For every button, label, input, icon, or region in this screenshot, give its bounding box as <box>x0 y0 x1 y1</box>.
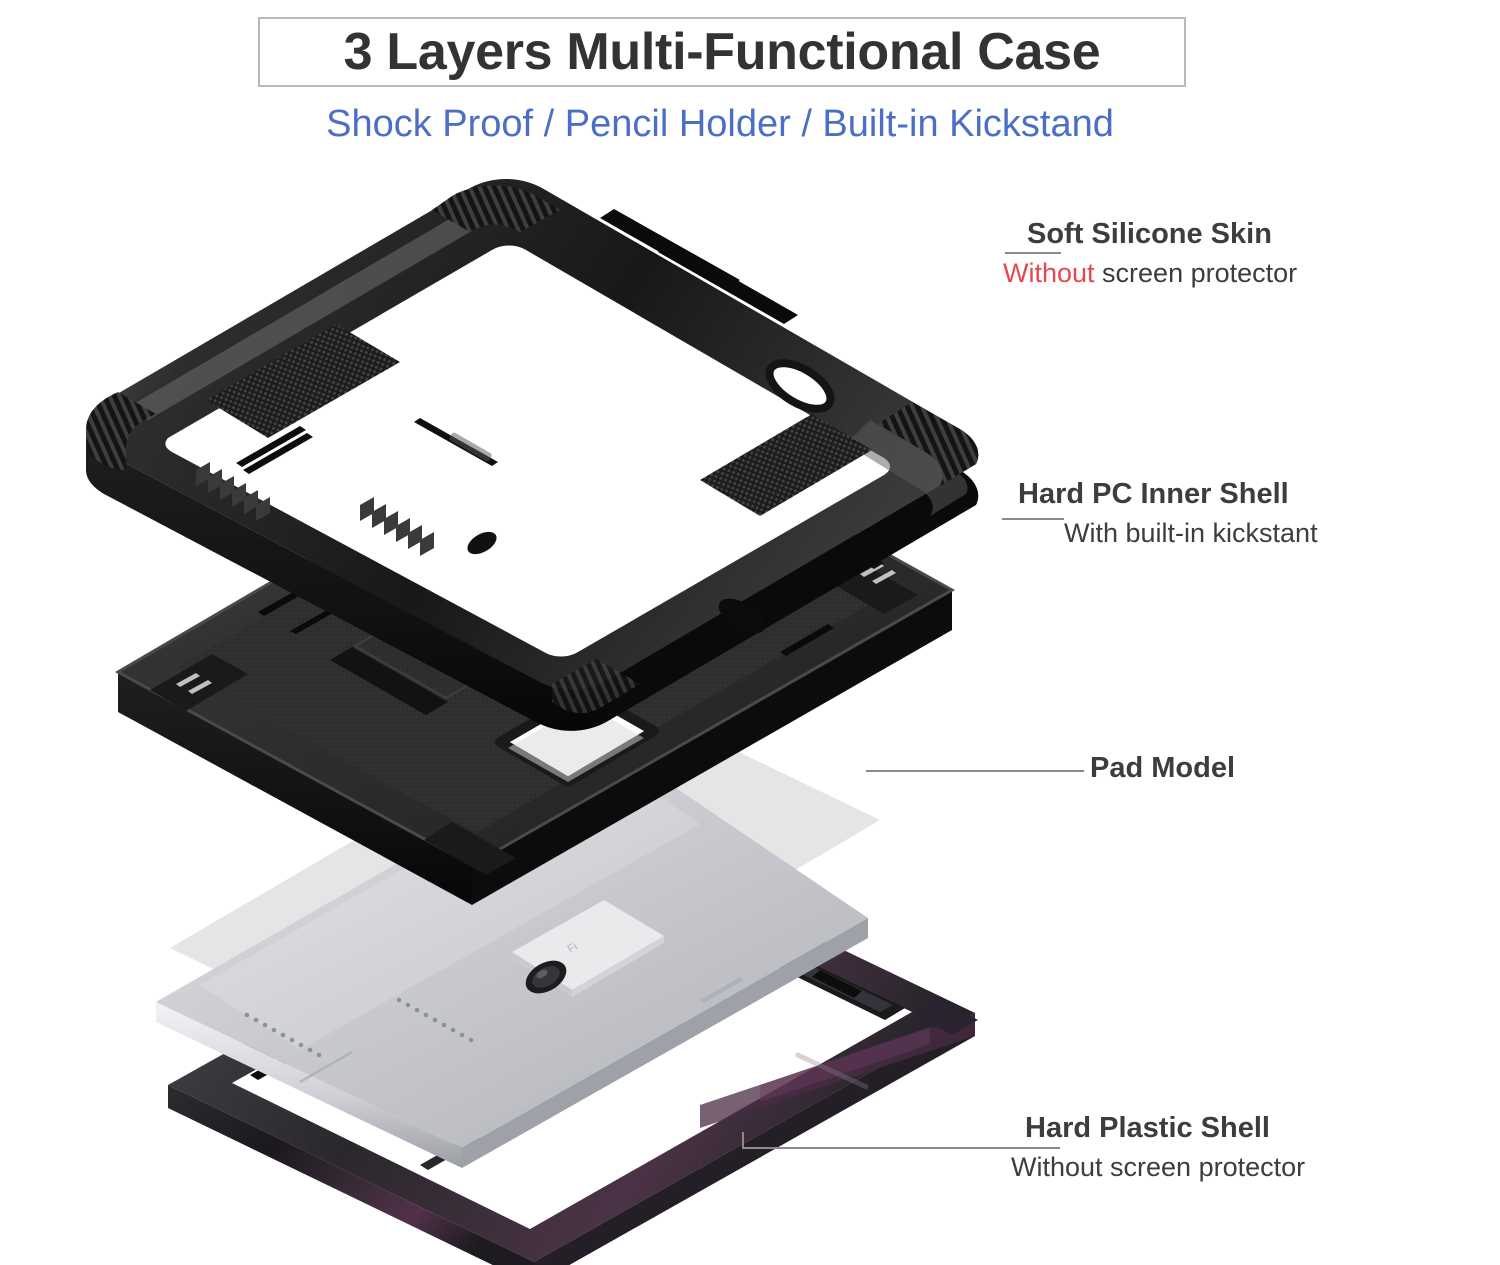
callout-subtitle-hard-plastic-shell: Without screen protector <box>1011 1152 1306 1183</box>
leader-line-pad-model <box>866 770 1084 772</box>
callout-title-hard-pc-inner-shell: Hard PC Inner Shell <box>1018 478 1289 510</box>
pad-model-art: Fi <box>156 690 880 1168</box>
camera-bump: Fi <box>512 900 664 997</box>
leader-line-hard-plastic-shell <box>742 1147 1060 1149</box>
callout-hard-plastic-shell: Hard Plastic Shell Without screen protec… <box>1011 1112 1305 1184</box>
callout-hard-pc-inner-shell: Hard PC Inner Shell With built-in kickst… <box>1018 478 1318 550</box>
hard-pc-inner-shell-art <box>114 390 956 905</box>
callout-subtitle-emphasis-soft-silicone-skin: Without <box>1003 258 1095 289</box>
callout-pad-model: Pad Model <box>1090 752 1235 785</box>
kickstand-flap <box>330 476 712 715</box>
callout-soft-silicone-skin: Soft Silicone Skin Without screen protec… <box>1003 218 1297 290</box>
callout-subtitle-rest-soft-silicone-skin: screen protector <box>1094 258 1298 289</box>
hard-plastic-shell-art <box>168 838 978 1265</box>
title-box: 3 Layers Multi-Functional Case <box>258 17 1186 87</box>
callout-title-hard-plastic-shell: Hard Plastic Shell <box>1025 1112 1270 1144</box>
speaker-slots <box>196 462 270 521</box>
camera-cutout <box>495 687 659 787</box>
svg-text:Fi: Fi <box>566 941 580 956</box>
soft-silicone-skin-art <box>86 179 980 731</box>
callout-title-soft-silicone-skin: Soft Silicone Skin <box>1027 218 1272 250</box>
leader-line-hard-pc-inner-shell <box>1002 518 1064 520</box>
page-subtitle: Shock Proof / Pencil Holder / Built-in K… <box>326 103 1114 145</box>
leader-tick-hard-plastic-shell <box>742 1132 744 1149</box>
callout-title-pad-model: Pad Model <box>1090 752 1236 784</box>
callout-subtitle-hard-pc-inner-shell: With built-in kickstant <box>1064 518 1318 549</box>
leader-line-soft-silicone-skin <box>1005 252 1061 254</box>
callout-subtitle-soft-silicone-skin: Without screen protector <box>1003 257 1297 289</box>
page-title: 3 Layers Multi-Functional Case <box>343 23 1101 81</box>
